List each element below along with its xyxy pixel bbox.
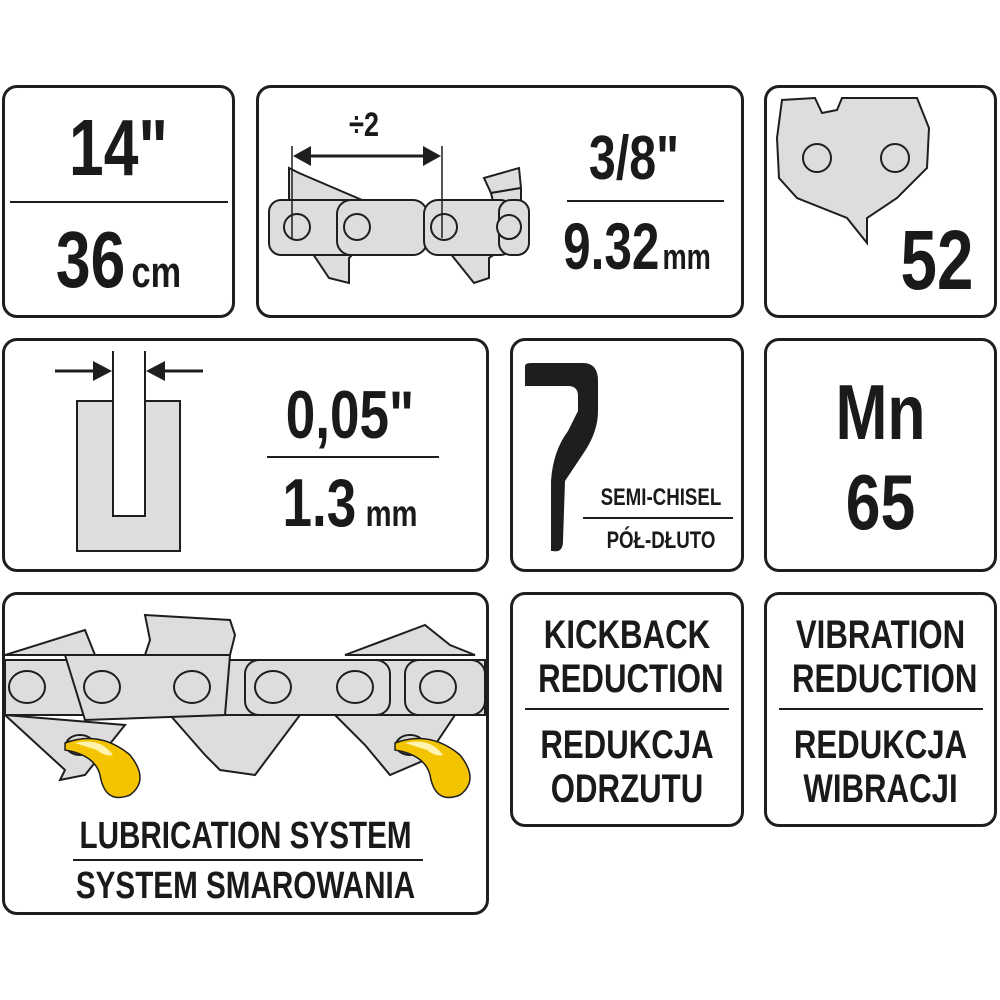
lubrication-en: LUBRICATION SYSTEM: [79, 815, 412, 857]
pitch-mm-unit: mm: [662, 236, 711, 277]
cutter-type-pl: PÓŁ-DŁUTO: [606, 527, 716, 554]
oil-drop-icon: [394, 737, 471, 799]
cutter-type-panel: SEMI-CHISEL PÓŁ-DŁUTO: [510, 338, 744, 572]
divider-line: [779, 708, 983, 710]
kickback-en-line1: KICKBACK: [543, 613, 711, 657]
vibration-en-line2: REDUCTION: [791, 657, 978, 701]
pitch-mm: 9.32mm: [562, 213, 712, 279]
pitch-divider-label: ÷2: [348, 106, 380, 144]
divider-line: [10, 201, 228, 203]
material-line1: Mn: [835, 368, 926, 456]
vibration-pl-line2: WIBRACJI: [803, 767, 958, 811]
bar-length-inches: 14": [68, 103, 168, 192]
vibration-en-line1: VIBRATION: [795, 613, 966, 657]
bar-length-cm-unit: cm: [131, 248, 182, 297]
lubrication-panel: LUBRICATION SYSTEM SYSTEM SMAROWANIA: [2, 592, 489, 915]
gauge-mm-unit: mm: [365, 492, 418, 534]
pitch-panel: ÷2 3/8" 9.32mm: [256, 85, 744, 318]
vibration-pl-line1: REDUKCJA: [793, 723, 968, 767]
gauge-groove-icon: [55, 351, 203, 552]
gauge-inches: 0,05": [285, 377, 415, 453]
divider-line: [73, 859, 423, 861]
kickback-pl-line1: REDUKCJA: [540, 723, 714, 767]
gauge-mm-value: 1.3: [282, 465, 357, 541]
kickback-en-line2: REDUCTION: [538, 657, 724, 701]
chain-pitch-icon: [268, 146, 530, 285]
drive-link-icon: [775, 96, 931, 246]
bar-length-cm-value: 36: [55, 215, 126, 304]
lubricated-chain-icon: [5, 613, 486, 799]
divider-line: [567, 200, 724, 202]
divider-line: [267, 456, 439, 458]
pitch-inches: 3/8": [588, 124, 680, 193]
kickback-pl-line2: ODRZUTU: [550, 767, 704, 811]
divider-line: [583, 517, 733, 519]
lubrication-pl: SYSTEM SMAROWANIA: [75, 865, 416, 907]
cutter-type-en: SEMI-CHISEL: [600, 484, 722, 511]
kickback-reduction-panel: KICKBACK REDUCTION REDUKCJA ODRZUTU: [510, 592, 744, 827]
material-line2: 65: [845, 458, 916, 546]
drive-links-count: 52: [900, 213, 974, 307]
oil-drop-icon: [64, 737, 141, 799]
pitch-mm-value: 9.32: [563, 209, 660, 283]
divider-line: [525, 708, 729, 710]
semi-chisel-cutter-icon: [525, 363, 598, 552]
drive-links-panel: 52: [764, 85, 997, 318]
material-panel: Mn 65: [764, 338, 997, 572]
vibration-reduction-panel: VIBRATION REDUCTION REDUKCJA WIBRACJI: [764, 592, 997, 827]
